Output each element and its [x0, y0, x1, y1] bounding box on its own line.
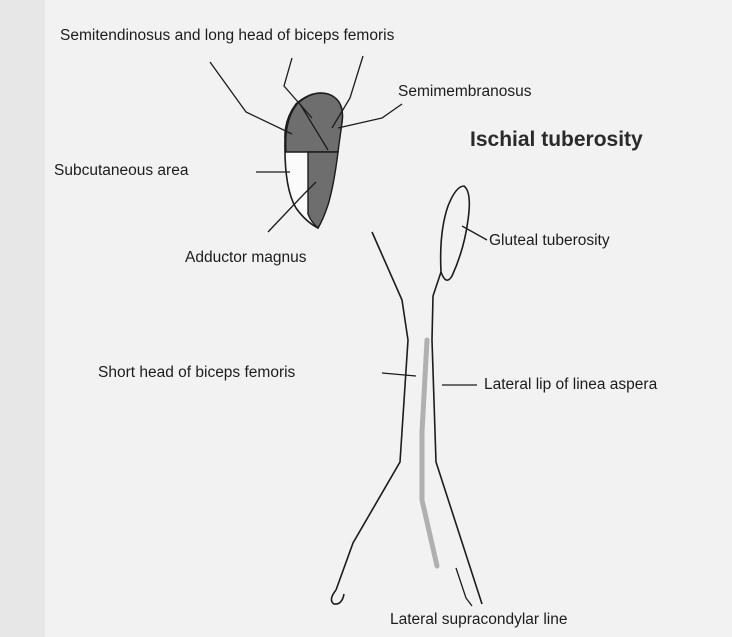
femur-medial-border [336, 232, 408, 590]
leader-semimembranosus [338, 104, 402, 128]
label-subcutaneous-area: Subcutaneous area [54, 163, 188, 179]
label-ischial-tuberosity: Ischial tuberosity [470, 129, 643, 150]
label-semimembranosus: Semimembranosus [398, 84, 532, 100]
label-lateral-supracondylar: Lateral supracondylar line [390, 612, 568, 628]
leader-semitendinosus-a [210, 62, 292, 134]
femur-shaft-outline [331, 232, 482, 604]
leader-short-head-biceps [382, 373, 416, 376]
label-short-head-biceps: Short head of biceps femoris [98, 365, 295, 381]
ischial-tuberosity-shape [285, 93, 343, 228]
gluteal-tuberosity-shape [441, 186, 470, 280]
label-gluteal-tuberosity: Gluteal tuberosity [489, 233, 610, 249]
lateral-condyle-tip [331, 590, 344, 604]
shaft-leader-lines [382, 373, 477, 606]
hamstring-origin-region [286, 93, 343, 152]
linea-aspera-stripe [422, 340, 437, 566]
label-semitendinosus: Semitendinosus and long head of biceps f… [60, 28, 394, 44]
label-lateral-lip: Lateral lip of linea aspera [484, 377, 657, 393]
leader-lateral-supracondylar [456, 568, 472, 606]
page-edge-shade [0, 0, 45, 637]
label-adductor-magnus: Adductor magnus [185, 250, 307, 266]
adductor-magnus-region [308, 152, 338, 228]
femur-lateral-border [432, 272, 482, 604]
